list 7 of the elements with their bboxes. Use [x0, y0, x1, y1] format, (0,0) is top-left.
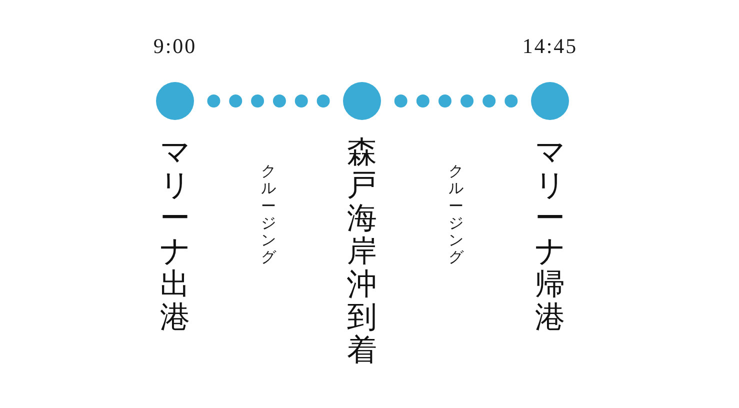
stop-label: マリーナ出港: [160, 136, 190, 334]
stop-label: 森戸海岸沖到着: [347, 136, 377, 367]
edge-label: クルージング: [261, 163, 276, 266]
time-label: 9:00: [152, 34, 198, 59]
stop-label: マリーナ帰港: [535, 136, 565, 334]
time-label: 14:45: [521, 34, 579, 59]
edge-label: クルージング: [448, 163, 464, 266]
